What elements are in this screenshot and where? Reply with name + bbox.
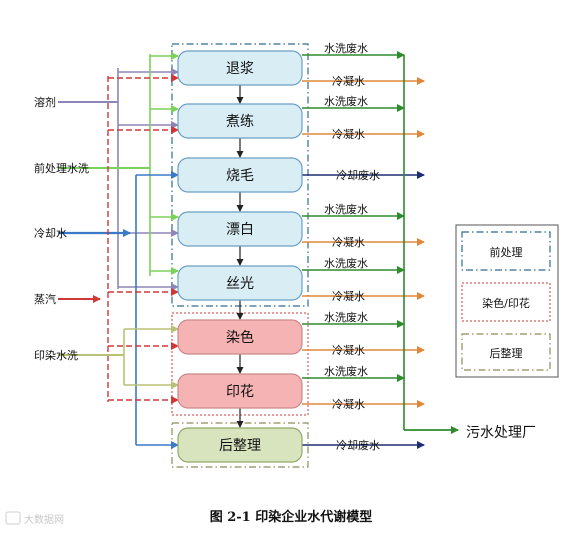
output-label-condensate: 冷凝水 [332, 397, 365, 411]
process-label-piaobai: 漂白 [226, 222, 254, 238]
output-label-wash-wastewater: 水洗废水 [324, 41, 368, 55]
process-box-zhulian: 煮练 [177, 103, 303, 139]
legend-swatch-pre [461, 231, 551, 271]
process-label-yinhua: 印花 [226, 384, 254, 400]
input-label-pre-wash: 前处理水洗 [34, 161, 89, 175]
output-label-wash-wastewater: 水洗废水 [324, 310, 368, 324]
legend-swatch-post [461, 333, 551, 371]
process-box-houzhengli: 后整理 [177, 427, 303, 463]
watermark-logo-icon [5, 511, 21, 525]
process-label-ranse: 染色 [226, 329, 254, 346]
input-label-cooling-water: 冷却水 [34, 227, 67, 240]
process-box-ranse: 染色 [177, 319, 303, 355]
output-labels: 水洗废水冷凝水水洗废水冷凝水冷却废水水洗废水冷凝水水洗废水冷凝水水洗废水冷凝水水… [324, 41, 380, 452]
process-label-zhulian: 煮练 [226, 114, 254, 130]
input-label-steam: 蒸汽 [34, 292, 56, 306]
watermark: 大数据网 [5, 511, 64, 526]
process-box-yinhua: 印花 [177, 373, 303, 409]
process-box-siguang: 丝光 [177, 265, 303, 301]
figure-caption: 图 2-1 印染企业水代谢模型 [210, 509, 373, 525]
process-label-houzhengli: 后整理 [219, 438, 261, 454]
output-label-wash-wastewater: 水洗废水 [324, 364, 368, 378]
process-box-shape [177, 50, 303, 86]
watermark-text: 大数据网 [24, 513, 64, 526]
input-label-solvent: 溶剂 [34, 95, 56, 109]
process-box-shape [177, 319, 303, 355]
output-label-condensate: 冷凝水 [332, 289, 365, 303]
output-label-condensate: 冷凝水 [332, 74, 365, 88]
output-label-condensate: 冷凝水 [332, 127, 365, 141]
process-box-shape [177, 373, 303, 409]
process-box-shape [177, 211, 303, 247]
wwtp-label: 污水处理厂 [466, 425, 536, 441]
process-box-shape [177, 265, 303, 301]
process-label-siguang: 丝光 [226, 276, 254, 292]
process-box-shape [177, 103, 303, 139]
process-label-shaomao: 烧毛 [226, 168, 254, 184]
output-label-wash-wastewater: 水洗废水 [324, 202, 368, 216]
output-label-wash-wastewater: 水洗废水 [324, 94, 368, 108]
legend-label-post: 后整理 [490, 346, 523, 360]
input-label-dye-wash: 印染水洗 [34, 348, 78, 362]
output-label-cooling-wastewater: 冷却废水 [336, 438, 380, 452]
process-box-tuijiang: 退浆 [177, 50, 303, 86]
process-label-tuijiang: 退浆 [226, 61, 254, 77]
output-label-condensate: 冷凝水 [332, 343, 365, 357]
process-box-shape [177, 427, 303, 463]
output-label-cooling-wastewater: 冷却废水 [336, 168, 380, 182]
output-label-condensate: 冷凝水 [332, 235, 365, 249]
flow-lines [58, 51, 459, 449]
legend-label-dye: 染色/印花 [482, 296, 530, 310]
process-box-piaobai: 漂白 [177, 211, 303, 247]
legend-label-pre: 前处理 [490, 245, 523, 259]
output-label-wash-wastewater: 水洗废水 [324, 256, 368, 270]
legend-swatch-dye [461, 282, 551, 322]
process-box-shape [177, 157, 303, 193]
process-box-shaomao: 烧毛 [177, 157, 303, 193]
legend: 前处理 染色/印花 后整理 [455, 224, 559, 378]
